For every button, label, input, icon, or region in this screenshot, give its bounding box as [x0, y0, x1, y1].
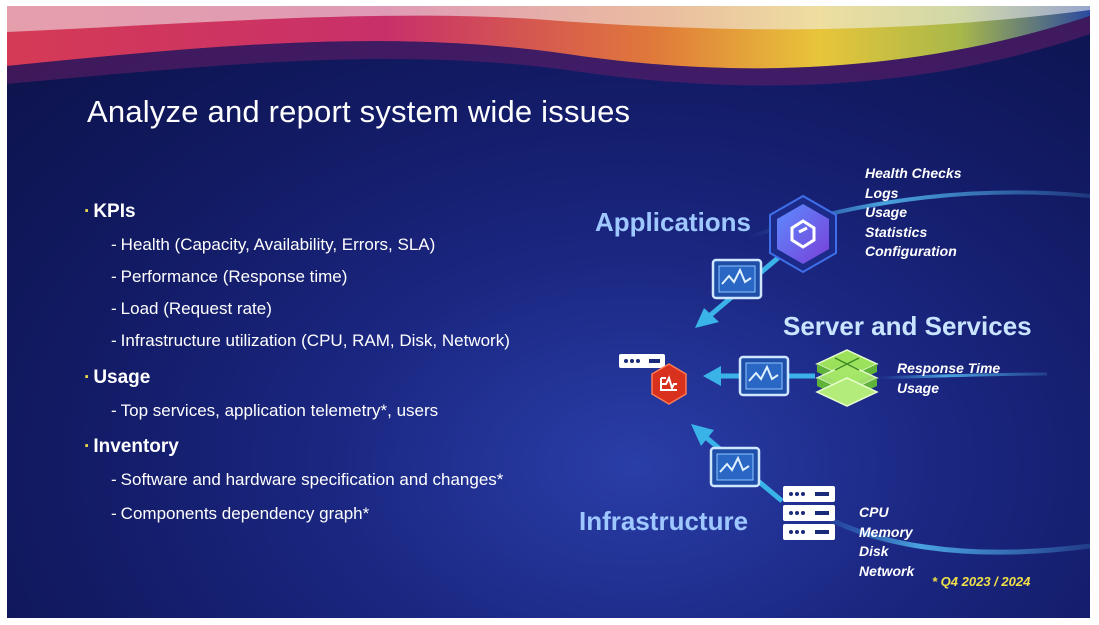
- detail-item: Logs: [865, 184, 899, 201]
- monitor-chart-icon: [738, 355, 790, 397]
- list-item-text: Software and hardware specification and …: [120, 470, 504, 489]
- applications-hex-icon: [769, 194, 837, 274]
- bullet-kpis: ·KPIs: [84, 201, 136, 223]
- footnote: * Q4 2023 / 2024: [932, 574, 1031, 589]
- infrastructure-details: CPU Memory Disk Network: [859, 503, 914, 581]
- detail-item: Disk: [859, 543, 889, 559]
- slide-title: Analyze and report system wide issues: [87, 94, 631, 129]
- detail-item: Configuration: [865, 243, 957, 259]
- monitor-chart-icon: [711, 258, 763, 300]
- list-item-text: Health (Capacity, Availability, Errors, …: [120, 235, 436, 254]
- list-item: -Performance (Response time): [111, 267, 348, 286]
- bullet-inventory-label: Inventory: [93, 436, 179, 457]
- list-item: -Software and hardware specification and…: [111, 470, 504, 489]
- list-item-text: Performance (Response time): [120, 267, 348, 286]
- list-item: -Load (Request rate): [111, 299, 272, 318]
- detail-item: Memory: [859, 523, 913, 540]
- monitor-chart-icon: [709, 446, 761, 488]
- list-item: -Infrastructure utilization (CPU, RAM, D…: [111, 331, 510, 350]
- detail-item: Statistics: [865, 223, 928, 240]
- server-services-label: Server and Services: [783, 311, 1032, 341]
- bullet-marker: ·: [84, 367, 91, 388]
- bullet-marker: ·: [84, 436, 91, 457]
- alert-hub-icon: [651, 363, 687, 405]
- list-item-text: Load (Request rate): [120, 299, 272, 318]
- network-cube-icon: [815, 349, 879, 407]
- server-services-details: Response Time Usage: [897, 359, 1000, 398]
- list-item-text: Infrastructure utilization (CPU, RAM, Di…: [120, 331, 510, 350]
- list-item: -Top services, application telemetry*, u…: [111, 401, 439, 420]
- detail-item: Response Time: [897, 360, 1001, 376]
- list-item: -Components dependency graph*: [111, 504, 370, 523]
- hub-server-icon: [619, 354, 665, 368]
- server-rack-icon: [783, 486, 835, 540]
- applications-label: Applications: [595, 207, 752, 237]
- bullet-inventory: ·Inventory: [84, 436, 179, 458]
- list-item-text: Top services, application telemetry*, us…: [120, 401, 439, 420]
- bullet-usage-label: Usage: [93, 367, 151, 388]
- detail-item: Health Checks: [865, 165, 962, 181]
- bullet-marker: ·: [84, 201, 91, 222]
- detail-item: Network: [859, 562, 915, 579]
- infrastructure-label: Infrastructure: [579, 506, 749, 536]
- architecture-diagram: [619, 194, 879, 540]
- detail-item: CPU: [859, 504, 889, 520]
- slide: Analyze and report system wide issues ·K…: [7, 6, 1090, 618]
- list-item: -Health (Capacity, Availability, Errors,…: [111, 235, 436, 254]
- detail-item: Usage: [897, 379, 940, 396]
- bullet-usage: ·Usage: [84, 367, 150, 389]
- applications-details: Health Checks Logs Usage Statistics Conf…: [865, 164, 961, 262]
- bullet-kpis-label: KPIs: [93, 201, 136, 222]
- list-item-text: Components dependency graph*: [120, 504, 370, 523]
- detail-item: Usage: [865, 204, 908, 220]
